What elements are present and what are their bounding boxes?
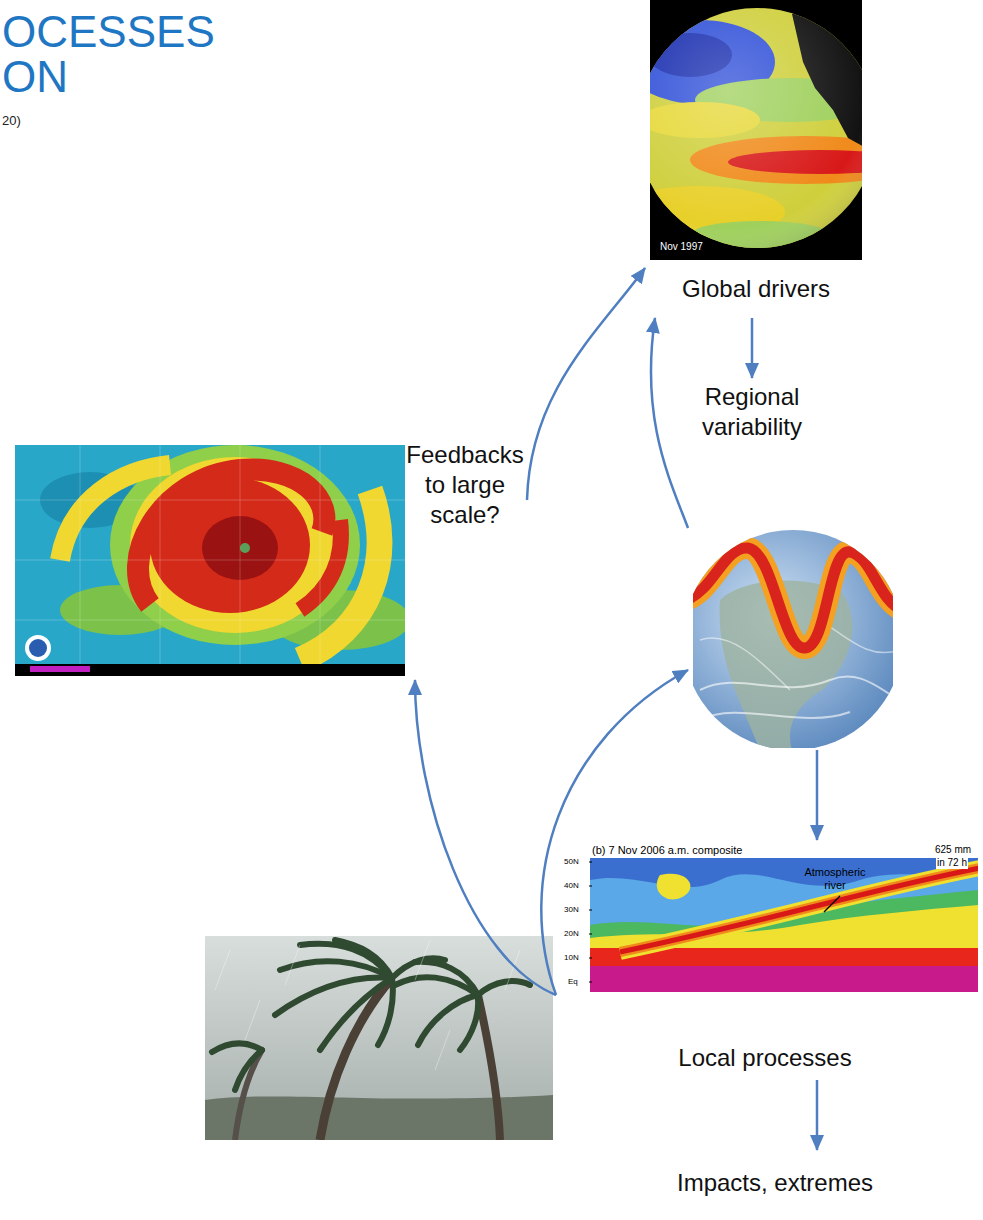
map-annotation: 625 mm xyxy=(934,844,972,856)
palm-tree-storm-photo-part-part xyxy=(275,978,392,1015)
palm-tree-storm-photo-part-part xyxy=(320,978,392,1050)
jet-stream-globe-image xyxy=(680,525,910,755)
atmospheric-river-map-part-part xyxy=(590,966,978,992)
atmospheric-river-map-part-part xyxy=(620,868,978,952)
atmospheric-river-map-part xyxy=(589,862,592,982)
hurricane-satellite-image-part xyxy=(15,445,405,676)
node-caption: Local processes xyxy=(665,1043,865,1073)
enso-globe-image-part-part-part xyxy=(650,0,862,260)
title-fragment: ON xyxy=(2,51,68,104)
impacts-node: Impacts, extremes xyxy=(660,1150,890,1205)
flow-arrow xyxy=(527,268,645,500)
enso-globe-image-part xyxy=(650,0,862,260)
hurricane-satellite-image-part xyxy=(29,639,47,657)
palm-tree-storm-photo-part xyxy=(235,1050,262,1140)
hurricane-satellite-image-part xyxy=(30,666,90,672)
hurricane-satellite-image-part xyxy=(15,445,405,676)
flow-arrow xyxy=(751,318,754,378)
palm-tree-storm-photo-part-part xyxy=(478,981,530,995)
global-drivers-node: Global drivers xyxy=(645,0,867,318)
palm-tree-storm-photo-part-part xyxy=(378,978,393,1045)
jet-stream-globe-image-part-part-part xyxy=(700,677,893,700)
hurricane-satellite-image xyxy=(15,445,405,676)
enso-globe-image-part-part xyxy=(650,0,862,260)
atmospheric-river-map-part xyxy=(590,858,978,992)
jet-stream-globe-image-part xyxy=(693,530,893,748)
hurricane-satellite-image-part xyxy=(25,635,51,661)
atmospheric-river-map-part xyxy=(824,896,840,912)
enso-globe-image-part-part-part xyxy=(650,0,862,260)
palm-tree-storm-photo-part-part xyxy=(415,962,478,995)
title-fragment: OCESSES xyxy=(2,6,215,59)
flow-arrow xyxy=(816,750,819,840)
feedbacks-node: Feedbacks to large scale? xyxy=(15,440,527,680)
node-caption: Feedbacks to large scale? xyxy=(404,440,526,530)
hurricane-satellite-image-part xyxy=(138,470,324,605)
hurricane-satellite-image-part xyxy=(240,543,250,553)
hurricane-satellite-image-part xyxy=(300,520,341,610)
jet-stream-globe-image-part-part xyxy=(693,530,893,748)
jet-stream-globe-image-part-part-part xyxy=(700,638,790,690)
node-caption: Impacts, extremes xyxy=(660,1168,890,1198)
latitude-tick: 20N xyxy=(564,929,579,939)
map-callout: Atmospheric river xyxy=(798,866,872,892)
hurricane-satellite-image-part xyxy=(130,457,340,633)
node-caption: Regional variability xyxy=(677,382,827,442)
local-processes-node: Local processes xyxy=(556,840,983,1080)
hurricane-satellite-image-part xyxy=(300,490,379,660)
palm-tree-storm-photo-part-part xyxy=(212,1043,262,1052)
palm-tree-storm-photo-part xyxy=(212,940,530,1090)
atmospheric-river-map-part-part xyxy=(620,868,978,952)
atmospheric-river-map-part-part xyxy=(657,874,691,900)
node-caption: Global drivers xyxy=(645,274,867,304)
enso-globe-image xyxy=(615,0,920,260)
latitude-tick: 40N xyxy=(564,881,579,891)
latitude-tick: 10N xyxy=(564,953,579,963)
atmospheric-river-map-part xyxy=(560,843,980,995)
latitude-tick: 30N xyxy=(564,905,579,915)
atmospheric-river-map-part-part xyxy=(620,868,978,952)
jet-stream-globe-image-part-part-part xyxy=(700,712,850,720)
palm-tree-storm-photo-part-part xyxy=(235,1050,262,1090)
jet-stream-globe-image-part-part-part xyxy=(693,548,893,648)
flow-arrow xyxy=(415,680,556,995)
latitude-tick: Eq xyxy=(568,977,578,987)
palm-tree-storm-photo-part-part xyxy=(335,940,392,978)
flow-arrow xyxy=(651,318,688,528)
palm-tree-storm-photo-part-part xyxy=(460,995,478,1050)
palm-tree-storm-photo-part xyxy=(478,995,500,1140)
hurricane-satellite-image-part xyxy=(15,664,405,676)
palm-tree-storm-photo xyxy=(205,936,553,1140)
map-title: (b) 7 Nov 2006 a.m. composite xyxy=(592,844,742,857)
palm-tree-storm-photo-part xyxy=(205,936,553,1140)
jet-stream-globe-image-part-part-part xyxy=(693,548,893,648)
jet-stream-globe-image-part-part-part xyxy=(693,530,893,748)
palm-tree-storm-photo-part xyxy=(320,978,392,1140)
palm-tree-storm-photo-part-part xyxy=(215,940,520,1070)
palm-tree-storm-photo-part xyxy=(215,940,520,1070)
image-date: Nov 1997 xyxy=(660,241,703,253)
latitude-tick: 50N xyxy=(564,857,579,867)
citation-fragment: 20) xyxy=(2,113,21,129)
flow-arrow xyxy=(816,1080,819,1150)
regional-variability-node: Regional variability xyxy=(688,378,895,750)
map-annotation: in 72 h xyxy=(936,857,968,869)
flow-arrow xyxy=(541,670,688,995)
atmospheric-river-map xyxy=(560,843,980,995)
